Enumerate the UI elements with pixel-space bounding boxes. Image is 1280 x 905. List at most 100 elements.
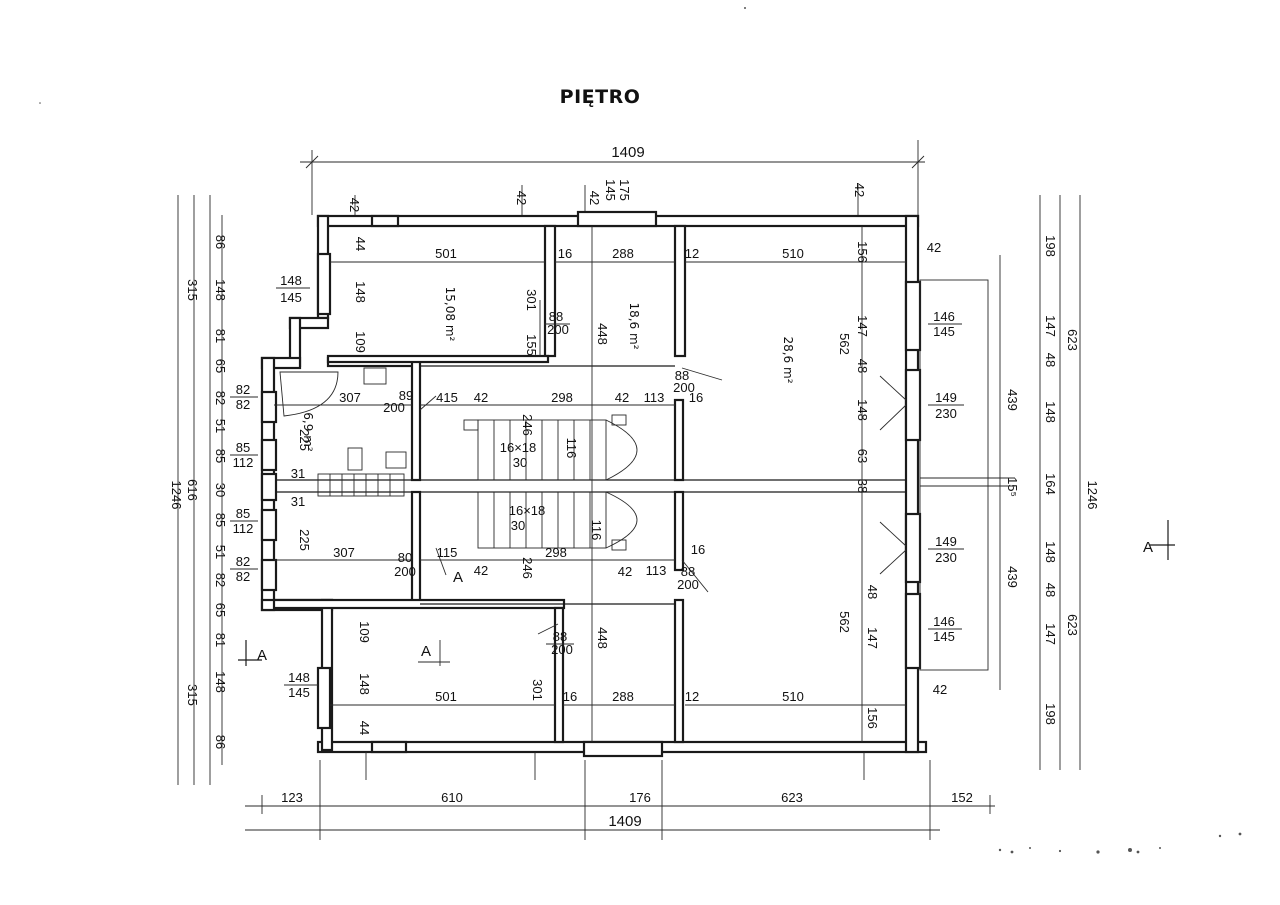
left-win-82-c: 82 bbox=[236, 554, 250, 569]
left-dimensions: 1246 315 616 315 86 148 81 65 82 51 85 3… bbox=[169, 195, 228, 785]
left-win-82-a: 82 bbox=[236, 382, 250, 397]
left-inner-8: 30 bbox=[213, 483, 228, 497]
overall-width-bottom: 1409 bbox=[608, 813, 641, 830]
top-42-a: 42 bbox=[347, 198, 362, 212]
win-230-bottom: 230 bbox=[935, 550, 957, 565]
stairs-lower-tread: 30 bbox=[511, 518, 525, 533]
win-230-top: 230 bbox=[935, 406, 957, 421]
right-inner-1: 198 bbox=[1043, 235, 1058, 257]
win-145-right-bottom: 145 bbox=[933, 629, 955, 644]
door-200-f: 200 bbox=[677, 577, 699, 592]
door-200-d: 200 bbox=[394, 564, 416, 579]
plan-title: PIĘTRO bbox=[559, 86, 641, 108]
door-200-c: 200 bbox=[383, 400, 405, 415]
right-overall: 1246 bbox=[1085, 481, 1100, 510]
door-88-c: 88 bbox=[675, 368, 689, 383]
dim-44-bottom: 44 bbox=[357, 721, 372, 735]
dim-156-top: 156 bbox=[855, 241, 870, 263]
dim-156-bottom: 156 bbox=[865, 707, 880, 729]
door-200-b: 200 bbox=[551, 642, 573, 657]
room3-width-bottom: 510 bbox=[782, 689, 804, 704]
left-inner-14: 148 bbox=[213, 671, 228, 693]
left-inner-2: 148 bbox=[213, 279, 228, 301]
room3-area: 28,6 m² bbox=[781, 336, 795, 383]
room1-area: 15,08 m² bbox=[443, 287, 457, 342]
win-149-top: 149 bbox=[935, 390, 957, 405]
dim-38: 38 bbox=[855, 479, 870, 493]
dim-16-corridor-top: 16 bbox=[689, 390, 703, 405]
dim-448-top: 448 bbox=[595, 323, 610, 345]
left-inner-5: 82 bbox=[213, 391, 228, 405]
dim-44-top: 44 bbox=[353, 237, 368, 251]
room1-width-bottom: 501 bbox=[435, 689, 457, 704]
dim-42-c: 42 bbox=[615, 390, 629, 405]
left-inner-9: 85 bbox=[213, 513, 228, 527]
win-146-top: 146 bbox=[933, 309, 955, 324]
dim-42-b: 42 bbox=[474, 563, 488, 578]
room2-width-bottom: 288 bbox=[612, 689, 634, 704]
dim-155: 155 bbox=[524, 334, 539, 356]
dim-147-bottom: 147 bbox=[865, 627, 880, 649]
right-inner-5: 164 bbox=[1043, 473, 1058, 495]
dim-42-right-top: 42 bbox=[927, 240, 941, 255]
top-175: 175 bbox=[617, 179, 632, 201]
bottom-dimensions: 123 610 176 623 152 1409 bbox=[245, 760, 995, 840]
dim-16-corridor-bottom: 16 bbox=[691, 542, 705, 557]
dim-115: 115 bbox=[437, 545, 458, 560]
door-88-d: 88 bbox=[681, 564, 695, 579]
dim-12-bottom: 12 bbox=[685, 689, 699, 704]
dim-147-top: 147 bbox=[855, 315, 870, 337]
dim-113-top: 113 bbox=[644, 390, 665, 405]
win-146-bottom: 146 bbox=[933, 614, 955, 629]
dim-448-bottom: 448 bbox=[595, 627, 610, 649]
staircase bbox=[463, 414, 638, 551]
dim-12-top: 12 bbox=[685, 246, 699, 261]
left-win-85-a: 85 bbox=[236, 440, 250, 455]
dim-148-left-bottom: 148 bbox=[357, 673, 372, 695]
dim-16-top: 16 bbox=[558, 246, 572, 261]
bottom-small-dimensions bbox=[365, 752, 865, 780]
left-mid-1: 315 bbox=[185, 279, 200, 301]
dim-48-bottom: 48 bbox=[865, 585, 880, 599]
dim-301-bottom: 301 bbox=[530, 679, 545, 701]
left-inner-3: 81 bbox=[213, 329, 228, 343]
dim-562-top: 562 bbox=[837, 333, 852, 355]
bottom-dim-2: 610 bbox=[441, 790, 463, 805]
door-88-a: 88 bbox=[549, 309, 563, 324]
right-inner-9: 198 bbox=[1043, 703, 1058, 725]
left-inner-15: 86 bbox=[213, 735, 228, 749]
dim-307-bottom: 307 bbox=[333, 545, 355, 560]
dim-109-bottom: 109 bbox=[357, 621, 372, 643]
dim-42-d: 42 bbox=[618, 564, 632, 579]
dim-415: 415 bbox=[436, 390, 458, 405]
left-win-112-b: 112 bbox=[233, 521, 254, 536]
win-145-top: 145 bbox=[280, 290, 302, 305]
left-mid-3: 315 bbox=[185, 684, 200, 706]
left-inner-13: 81 bbox=[213, 633, 228, 647]
dim-246-bottom: 246 bbox=[520, 557, 535, 579]
door-200-e: 200 bbox=[673, 380, 695, 395]
room4-area: 6,9 m² bbox=[301, 412, 315, 452]
left-inner-10: 51 bbox=[213, 545, 228, 559]
bathroom-fixtures bbox=[279, 367, 407, 497]
room2-width: 288 bbox=[612, 246, 634, 261]
right-mid-1: 623 bbox=[1065, 329, 1080, 351]
door-88-b: 88 bbox=[553, 629, 567, 644]
right-inner-2: 147 bbox=[1043, 315, 1058, 337]
right-mid-2: 623 bbox=[1065, 614, 1080, 636]
room3-width: 510 bbox=[782, 246, 804, 261]
dim-562-bottom: 562 bbox=[837, 611, 852, 633]
balcony-dim-1: 439 bbox=[1005, 389, 1020, 411]
section-marker-left: A bbox=[257, 647, 267, 664]
win-145-right-top: 145 bbox=[933, 324, 955, 339]
section-marker-right: A bbox=[1143, 539, 1153, 556]
left-inner-12: 65 bbox=[213, 603, 228, 617]
dim-225-top: 225 bbox=[297, 429, 312, 451]
dim-116-bottom: 116 bbox=[589, 520, 604, 541]
right-dimensions: 1246 623 623 198 147 48 148 164 148 48 1… bbox=[999, 195, 1100, 770]
left-inner-11: 82 bbox=[213, 573, 228, 587]
room2-area: 18,6 m² bbox=[627, 302, 641, 349]
top-42-b: 42 bbox=[514, 191, 529, 205]
bottom-dim-1: 123 bbox=[281, 790, 303, 805]
